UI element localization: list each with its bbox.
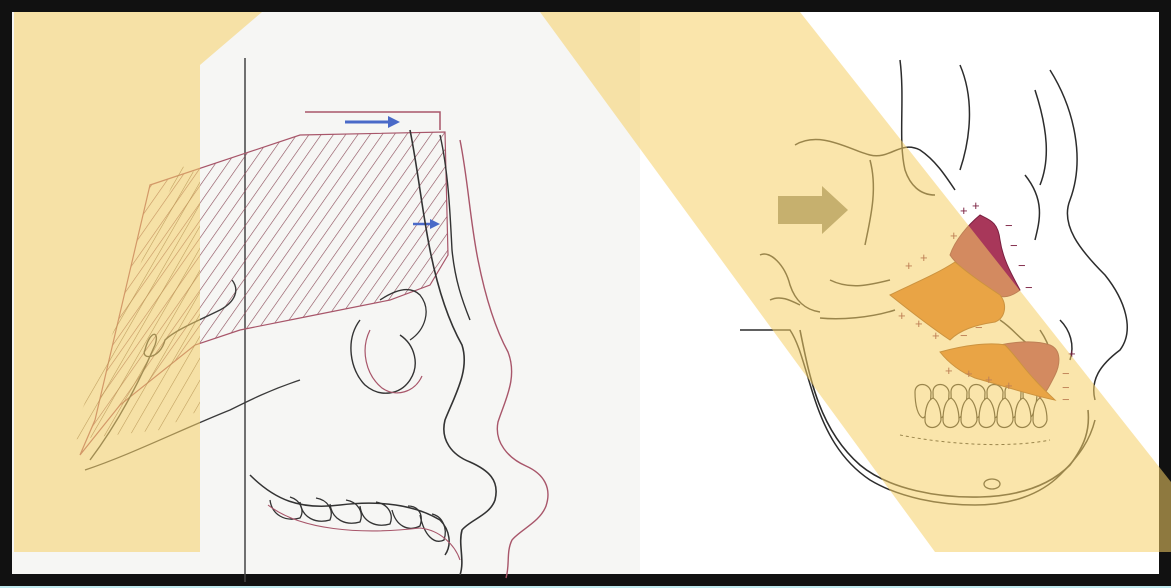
- svg-text:−: −: [1025, 280, 1033, 295]
- svg-text:−: −: [1018, 258, 1026, 273]
- svg-text:−: −: [1005, 218, 1013, 233]
- svg-text:−: −: [1010, 238, 1018, 253]
- svg-text:+: +: [960, 203, 968, 218]
- svg-text:+: +: [972, 198, 980, 213]
